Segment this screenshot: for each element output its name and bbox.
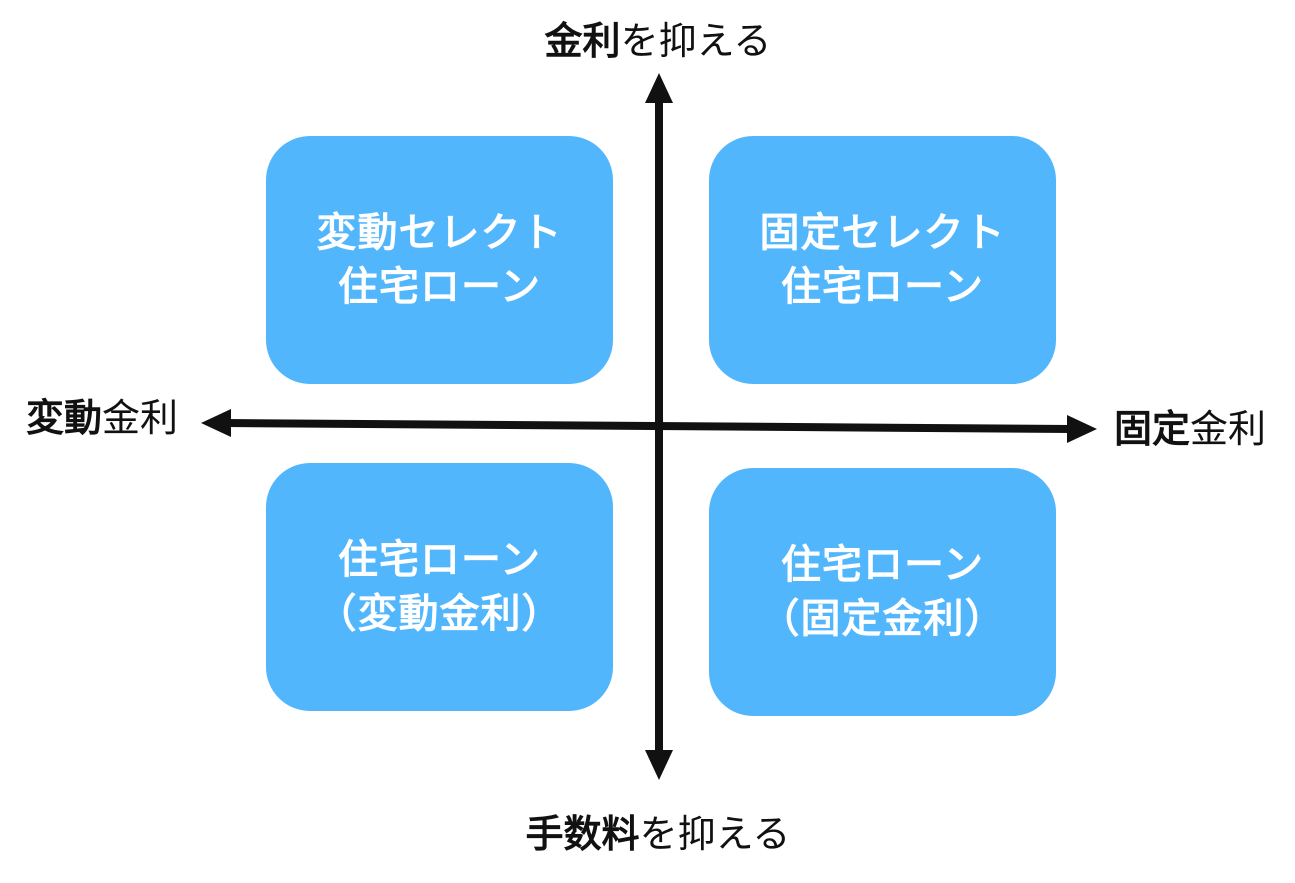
- axis-label-bottom-strong: 手数料: [525, 812, 640, 856]
- axis-label-right-strong: 固定: [1114, 407, 1191, 451]
- quadrant-bottom-left-line2: （変動金利）: [316, 591, 563, 637]
- arrow-up-icon: [645, 73, 673, 103]
- axis-label-top-normal: を抑える: [620, 19, 772, 63]
- arrow-left-icon: [201, 409, 231, 437]
- axis-label-bottom-normal: を抑える: [639, 812, 791, 856]
- arrow-right-icon: [1067, 415, 1097, 443]
- axis-label-bottom: 手数料を抑える: [0, 815, 1295, 853]
- axis-label-left: 変動金利: [26, 399, 178, 437]
- arrow-down-icon: [645, 750, 673, 780]
- quadrant-bottom-right-line2: （固定金利）: [759, 596, 1006, 642]
- quadrant-top-right: 固定セレクト 住宅ローン: [709, 136, 1056, 384]
- quadrant-bottom-right-line1: 住宅ローン: [781, 542, 984, 588]
- quadrant-top-right-line2: 住宅ローン: [781, 264, 984, 310]
- axis-label-top-strong: 金利: [544, 19, 621, 63]
- axis-label-left-strong: 変動: [26, 396, 103, 440]
- quadrant-bottom-left: 住宅ローン （変動金利）: [266, 463, 613, 711]
- axis-label-top: 金利を抑える: [0, 22, 1295, 60]
- axis-label-right: 固定金利: [1114, 410, 1266, 448]
- quadrant-top-left-line1: 変動セレクト: [316, 210, 563, 256]
- quadrant-top-right-line1: 固定セレクト: [759, 210, 1006, 256]
- quadrant-bottom-left-line1: 住宅ローン: [338, 537, 541, 583]
- axis-label-right-normal: 金利: [1190, 407, 1267, 451]
- quadrant-top-left: 変動セレクト 住宅ローン: [266, 136, 613, 384]
- quadrant-bottom-right: 住宅ローン （固定金利）: [709, 468, 1056, 716]
- horizontal-axis-line: [224, 419, 1073, 433]
- quadrant-top-left-line2: 住宅ローン: [338, 264, 541, 310]
- axis-label-left-normal: 金利: [102, 396, 179, 440]
